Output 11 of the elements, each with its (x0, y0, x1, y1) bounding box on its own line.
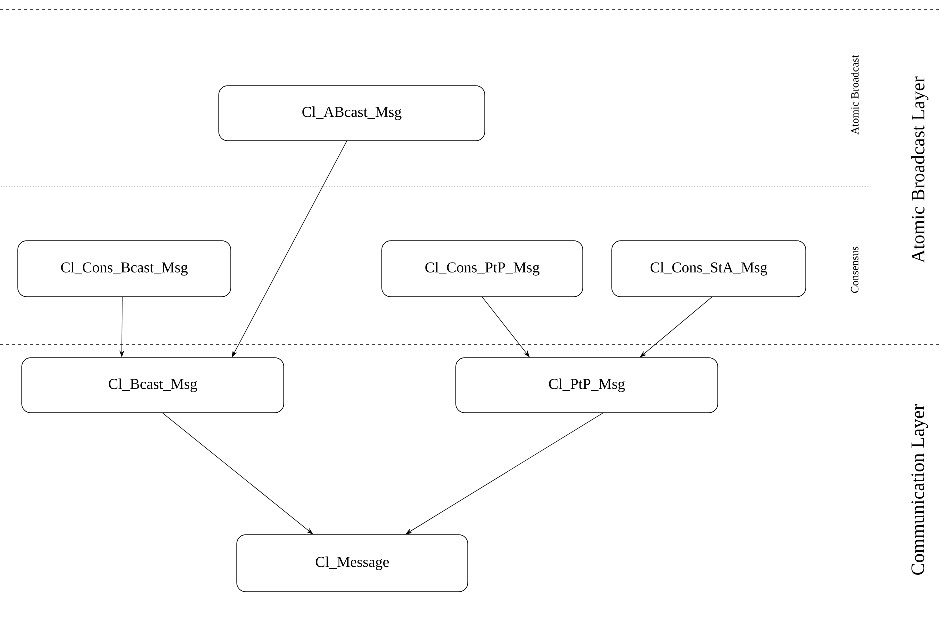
class-box: Cl_PtP_Msg (456, 358, 718, 414)
section-label: Consensus (851, 246, 859, 294)
class-box: Cl_Cons_Bcast_Msg (18, 240, 232, 298)
section-label: Atomic Broadcast (851, 55, 859, 135)
layer-label: Atomic Broadcast Layer (911, 76, 929, 264)
class-box: Cl_Message (236, 534, 468, 592)
class-box: Cl_Cons_StA_Msg (612, 240, 806, 298)
class-box: Cl_ABcast_Msg (218, 86, 486, 142)
layer-label: Communication Layer (912, 404, 928, 575)
class-box: Cl_Cons_PtP_Msg (382, 240, 584, 298)
class-box: Cl_Bcast_Msg (22, 358, 284, 414)
